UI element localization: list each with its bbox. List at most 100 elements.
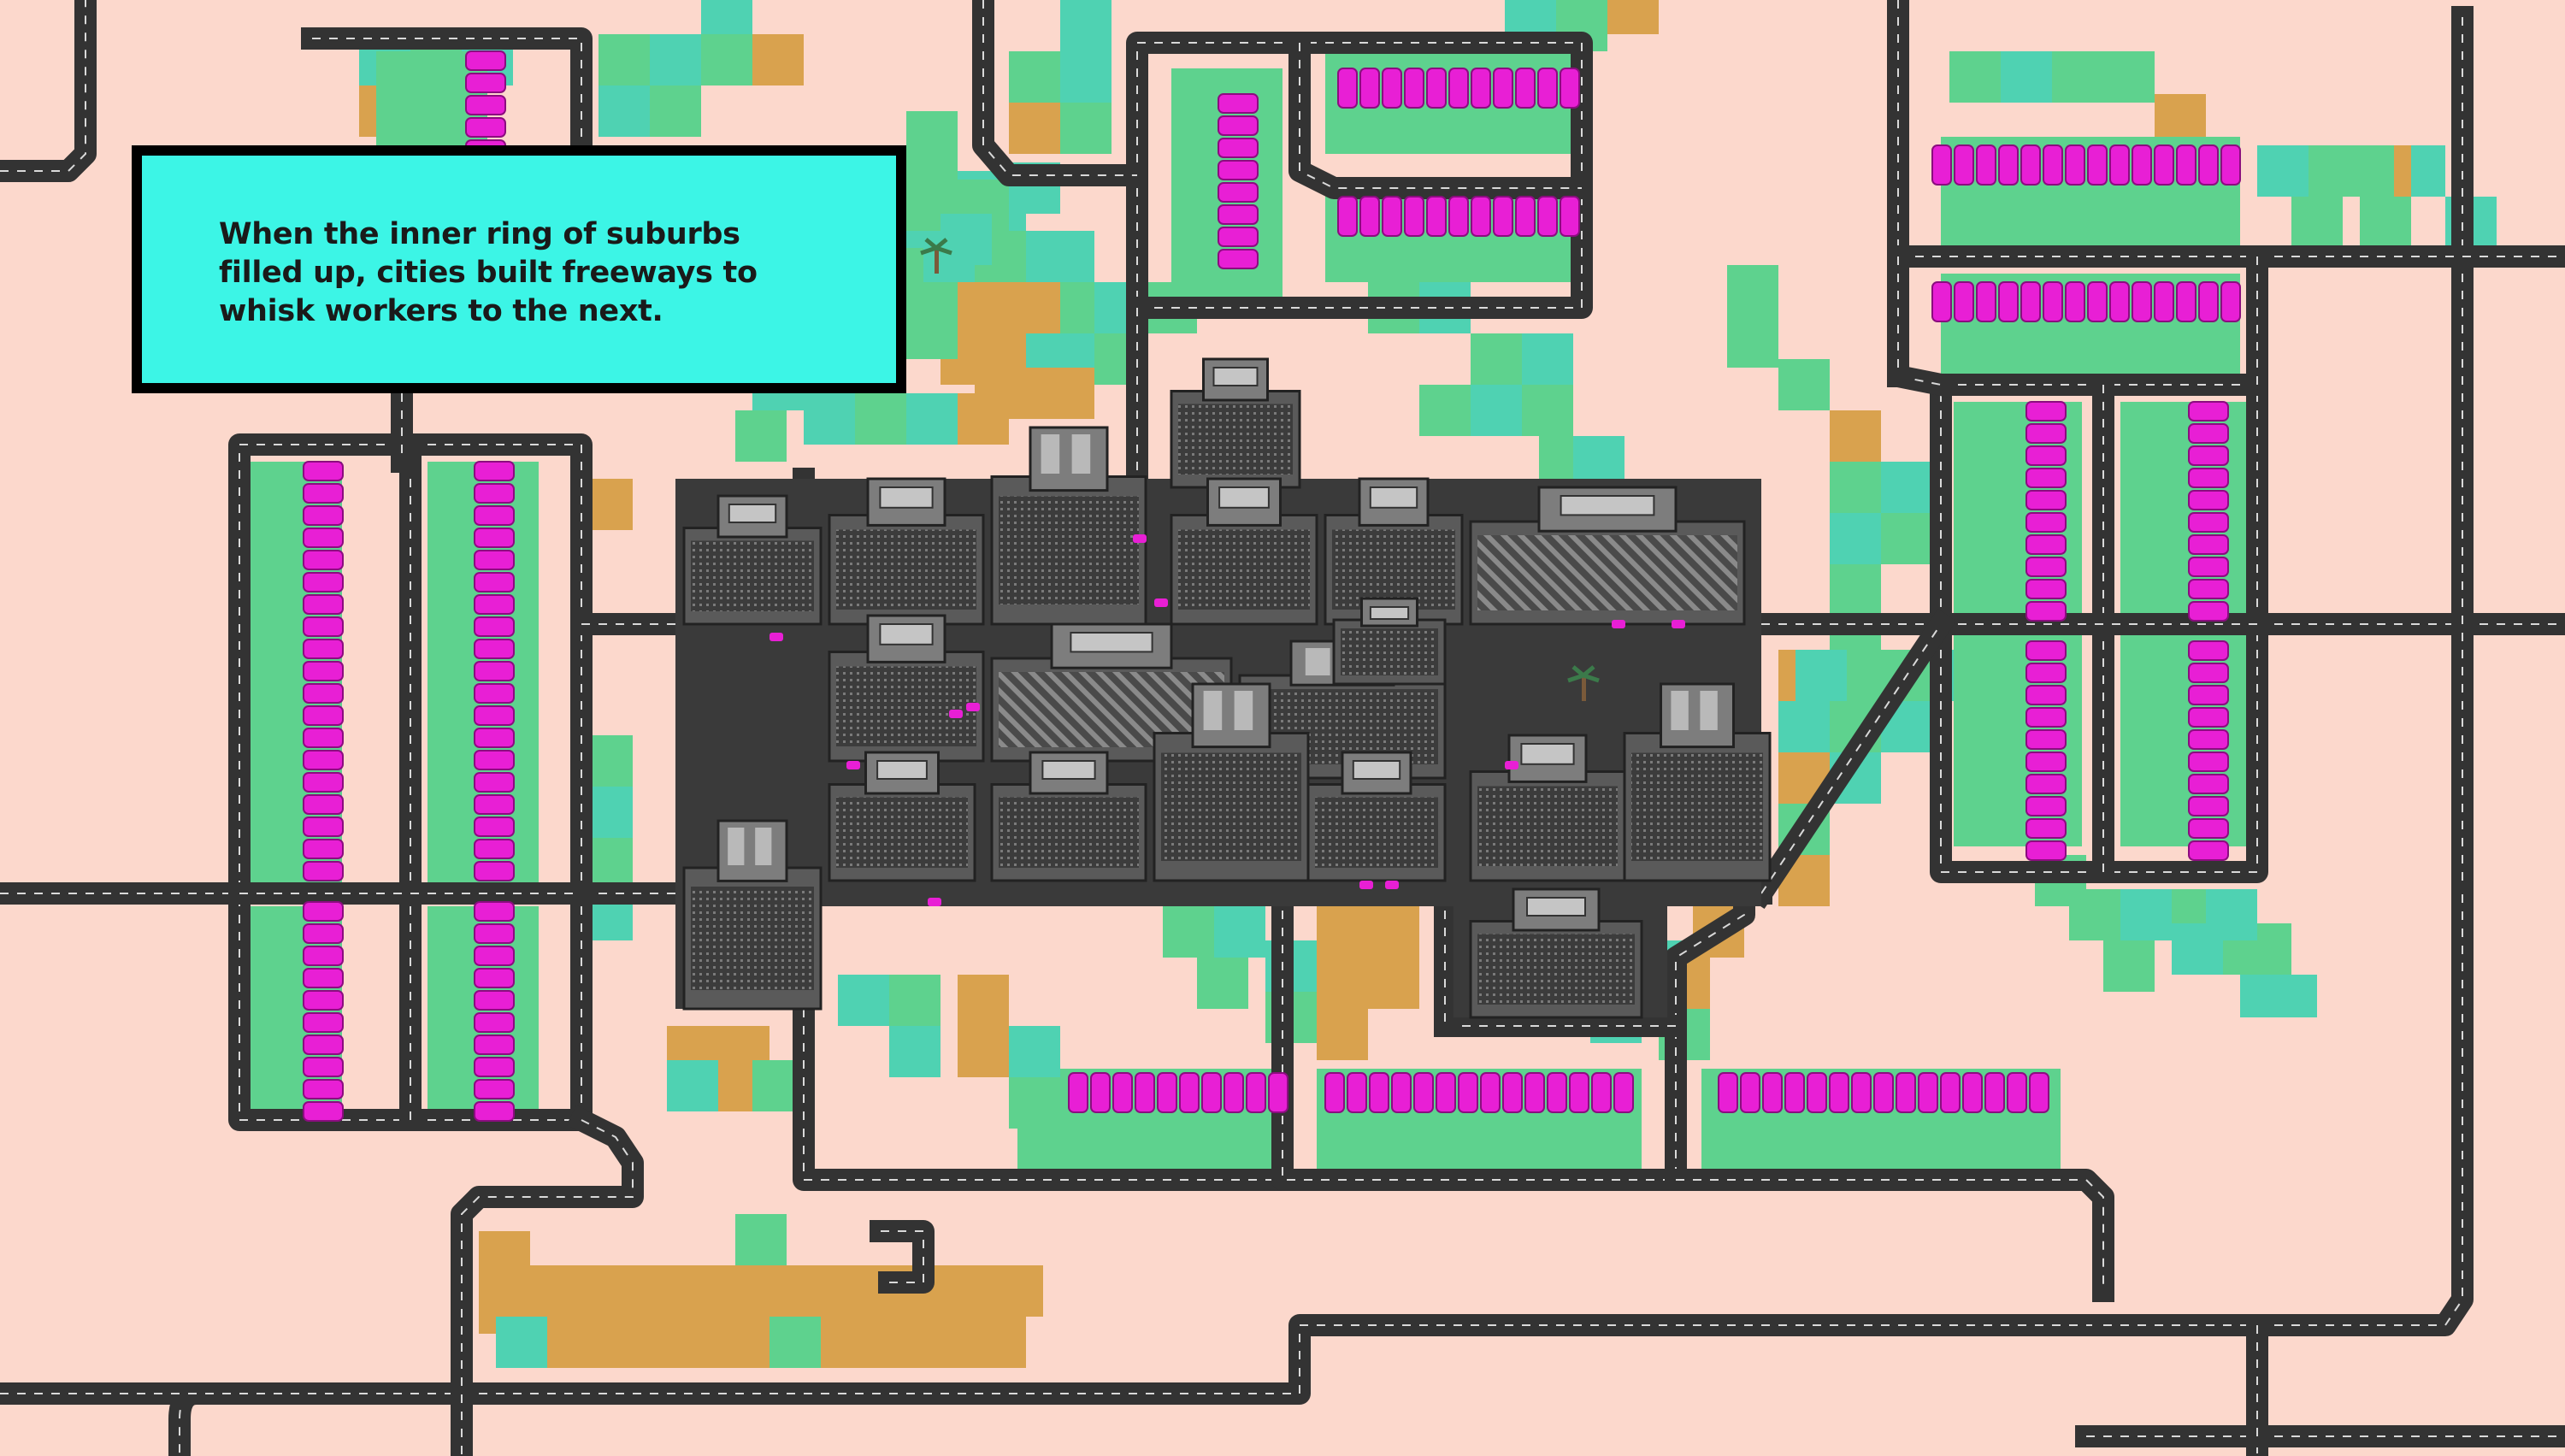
terrain-tile (1881, 513, 1932, 564)
house-icon (2220, 281, 2241, 322)
terrain-tile (2240, 975, 2317, 1017)
house-roof (474, 1012, 515, 1033)
house-icon (303, 816, 344, 837)
house-icon (2188, 729, 2229, 750)
road-marking (1136, 42, 1583, 309)
house-roof (303, 901, 344, 922)
terrain-tile (2257, 145, 2308, 197)
house-roof (2065, 144, 2085, 186)
terrain-tile (1163, 906, 1214, 958)
roof-window (728, 828, 745, 865)
building-facade (1341, 628, 1438, 675)
house-icon (1976, 281, 1996, 322)
house-icon (1896, 1072, 1916, 1113)
house-icon (1218, 115, 1259, 136)
house-icon (1218, 93, 1259, 114)
house-icon (474, 861, 515, 881)
house-icon (2188, 774, 2229, 794)
terrain-tile (1830, 462, 1881, 513)
house-roof (1829, 1072, 1849, 1113)
car-icon (1359, 881, 1373, 889)
house-roof (2109, 144, 2130, 186)
house-roof (474, 839, 515, 859)
house-roof (2025, 707, 2067, 728)
road-marking (881, 1230, 924, 1283)
house-roof (474, 861, 515, 881)
house-icon (465, 50, 506, 71)
house-roof (474, 616, 515, 637)
house-roof (2220, 144, 2241, 186)
building-facade (691, 887, 814, 990)
house-icon (2087, 144, 2108, 186)
house-icon (2198, 144, 2219, 186)
house-icon (1068, 1072, 1088, 1113)
terrain-tile (1830, 410, 1881, 462)
house-roof (1807, 1072, 1827, 1113)
terrain-tile (667, 1060, 718, 1111)
house-icon (1471, 68, 1491, 109)
terrain-tile (838, 975, 889, 1026)
office-building-icon (1324, 477, 1464, 626)
house-icon (303, 946, 344, 966)
terrain-tile (2120, 889, 2172, 940)
house-icon (2188, 557, 2229, 577)
house-roof (1218, 138, 1259, 158)
house-icon (303, 750, 344, 770)
car-icon (966, 703, 980, 711)
terrain-tile (1317, 906, 1368, 958)
road-marking (312, 38, 582, 154)
building-facade (836, 666, 976, 746)
house-icon (1404, 196, 1424, 237)
house-icon (1112, 1072, 1133, 1113)
house-icon (1931, 281, 1952, 322)
house-icon (474, 639, 515, 659)
house-icon (303, 839, 344, 859)
roof-panel (1369, 606, 1410, 620)
house-roof (303, 683, 344, 704)
house-roof (2154, 144, 2174, 186)
terrain-tile (889, 1026, 940, 1077)
house-roof (2025, 490, 2067, 510)
house-icon (474, 923, 515, 944)
road-marking (1676, 1179, 2104, 1291)
terrain-tile (2103, 51, 2155, 103)
office-building-icon (1153, 682, 1310, 882)
terrain-tile (1009, 1077, 1060, 1129)
house-roof (2188, 840, 2229, 861)
house-roof (1998, 144, 2019, 186)
house-icon (2025, 707, 2067, 728)
house-roof (1784, 1072, 1805, 1113)
house-roof (474, 683, 515, 704)
house-roof (2025, 423, 2067, 444)
terrain-tile (1778, 359, 1830, 410)
house-icon (303, 1057, 344, 1077)
house-roof (1613, 1072, 1634, 1113)
house-roof (2188, 490, 2229, 510)
house-roof (1068, 1072, 1088, 1113)
house-icon (474, 946, 515, 966)
house-roof (1369, 1072, 1389, 1113)
house-roof (1896, 1072, 1916, 1113)
building-facade (1477, 535, 1737, 610)
house-roof (474, 661, 515, 681)
house-icon (465, 117, 506, 138)
house-roof (2188, 796, 2229, 816)
roof-panel (879, 486, 934, 509)
house-roof (474, 990, 515, 1011)
house-icon (2109, 144, 2130, 186)
house-roof (1337, 68, 1358, 109)
house-roof (303, 1079, 344, 1099)
house-roof (303, 1012, 344, 1033)
house-roof (1224, 1072, 1244, 1113)
building-facade (1477, 934, 1635, 1005)
house-icon (2025, 774, 2067, 794)
house-roof (303, 794, 344, 815)
car-icon (846, 761, 860, 769)
house-icon (303, 594, 344, 615)
house-roof (1954, 144, 1974, 186)
terrain-tile (1778, 701, 1830, 752)
house-roof (2188, 512, 2229, 533)
terrain-tile (752, 34, 804, 85)
house-roof (2025, 579, 2067, 599)
